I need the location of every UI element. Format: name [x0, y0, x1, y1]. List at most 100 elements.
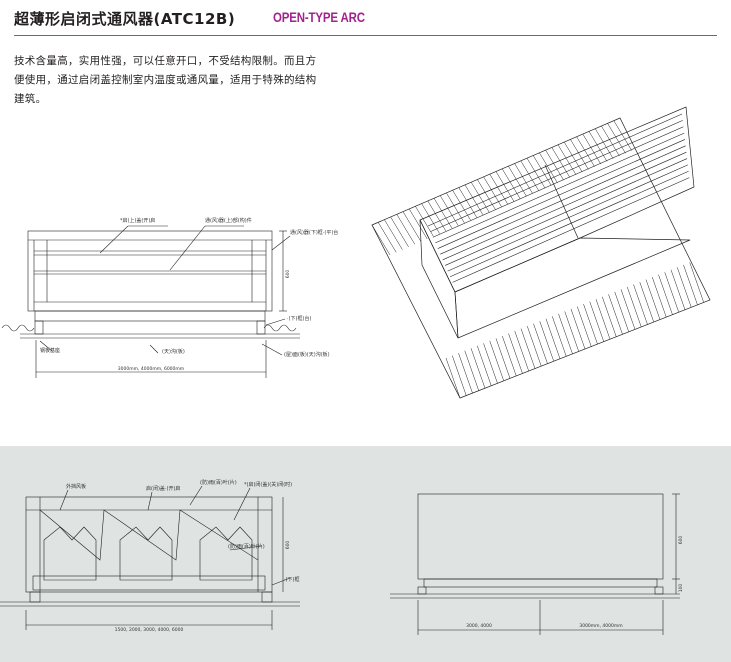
height-dimension: 600	[285, 270, 291, 279]
louver-slat	[440, 145, 686, 255]
roof-hatch-line	[452, 355, 467, 396]
roof-hatch-line	[495, 338, 511, 379]
roof-hatch-line	[520, 328, 536, 369]
roof-hatch-line	[445, 357, 461, 399]
roof-hatch-line	[415, 206, 434, 237]
label-mid-right: (防)雨(百)叶(片)	[228, 543, 265, 550]
roof-hatch-line	[408, 208, 428, 240]
roof-hatch-line	[483, 176, 502, 207]
roof-hatch-line	[464, 350, 479, 391]
label-top-mid: 启(闭)盖·(开)启	[146, 485, 180, 492]
roof-hatch-line	[582, 133, 602, 165]
roof-hatch-line	[589, 301, 604, 342]
roof-hatch-line	[552, 316, 567, 357]
roof-hatch-line	[545, 318, 561, 359]
label-top-right-1: (防)雨(百)叶(片)	[200, 479, 237, 486]
elevation-drawing: *启(上)盖(开)启 通(风)器(上)部(构)件 通(风)器(下)框·(平)台 …	[0, 190, 360, 390]
roof-hatch-line	[402, 211, 422, 242]
roof-hatch-line	[433, 198, 453, 229]
roof-hatch-line	[595, 299, 611, 340]
roof-hatch-line	[601, 125, 620, 157]
label-right-mid: ·(下)框(台)	[287, 315, 311, 322]
roof-hatch-line	[495, 171, 515, 202]
louver-slat	[449, 170, 689, 278]
product-title: 超薄形启闭式通风器(ATC12B)	[14, 10, 236, 28]
roof-hatch-line	[508, 166, 527, 197]
roof-hatch-line	[464, 184, 484, 216]
roof-hatch-line	[613, 120, 633, 151]
product-description: 技术含量高，实用性强，可以任意开口，不受结构限制。而且方 便使用，通过启闭盖控制…	[14, 52, 329, 109]
roof-hatch-line	[384, 219, 403, 250]
label-right-mid: ·(下)框	[284, 576, 300, 583]
louver-slat	[442, 151, 687, 261]
roof-hatch-line	[633, 284, 648, 325]
roof-hatch-line	[533, 323, 548, 364]
roof-hatch-line	[526, 157, 546, 189]
description-line: 建筑。	[14, 93, 47, 105]
roof-hatch-line	[396, 214, 416, 245]
roof-hatch-line	[514, 330, 529, 372]
roof-hatch-line	[664, 272, 679, 313]
small-dimension: 100	[678, 584, 684, 593]
dimension-right: 3000mm, 4000mm	[579, 623, 622, 629]
roof-hatch-line	[520, 160, 540, 191]
roof-hatch-line	[489, 340, 504, 381]
label-bottom-right: (屋)面(板)(天)沟(板)	[284, 351, 330, 358]
roof-hatch-line	[501, 168, 521, 199]
roof-hatch-line	[627, 286, 642, 328]
isometric-drawing	[360, 100, 731, 400]
louver-slat	[437, 139, 686, 249]
roof-hatch-line	[689, 262, 704, 303]
roof-hatch-line	[658, 274, 673, 315]
roof-hatch-line	[576, 136, 595, 167]
title-row: 超薄形启闭式通风器(ATC12B) OPEN-TYPE ARC	[14, 8, 717, 34]
roof-hatch-line	[452, 190, 471, 221]
louver-slat	[452, 177, 690, 283]
roof-hatch-line	[683, 264, 698, 305]
product-subtitle-en: OPEN-TYPE ARC	[273, 9, 365, 25]
roof-hatch-line	[588, 131, 608, 162]
roof-hatch-line	[570, 308, 586, 350]
roof-hatch-line	[527, 326, 542, 367]
roof-hatch-line	[670, 269, 686, 310]
roof-hatch-line	[563, 141, 583, 173]
title-divider	[14, 35, 717, 36]
roof-hatch-line	[608, 294, 623, 335]
louver-slat	[427, 113, 683, 227]
width-dimension: 1500, 2000, 3000, 4000, 6000	[115, 627, 184, 633]
roof-hatch-line	[570, 139, 589, 170]
roof-hatch-line	[620, 289, 636, 330]
label-top-right-2: *(启)闭(盖)(关)闭(时)	[244, 481, 292, 488]
roof-hatch-line	[558, 313, 573, 354]
dimension-left: 3000, 4000	[466, 623, 492, 629]
label-bottom-left: 钢板基座	[40, 347, 60, 354]
roof-hatch-line	[564, 311, 579, 352]
height-dimension: 600	[285, 541, 291, 550]
roof-hatch-line	[514, 163, 533, 194]
roof-hatch-line	[677, 267, 692, 308]
roof-hatch-line	[489, 174, 509, 205]
roof-hatch-line	[532, 155, 552, 186]
roof-hatch-line	[652, 277, 667, 318]
roof-hatch-line	[639, 281, 654, 323]
louver-slat	[435, 132, 685, 244]
label-bottom-mid: (天)沟(板)	[162, 348, 185, 355]
description-line: 技术含量高，实用性强，可以任意开口，不受结构限制。而且方	[14, 55, 317, 67]
roof-hatch-line	[470, 182, 490, 213]
roof-hatch-line	[539, 321, 554, 362]
width-dimension: 3000mm, 4000mm, 6000mm	[118, 366, 184, 372]
roof-hatch-line	[377, 222, 397, 253]
section-panel	[0, 446, 731, 662]
roof-hatch-line	[390, 216, 409, 248]
roof-hatch-line	[508, 333, 523, 374]
roof-hatch-line	[645, 279, 661, 320]
roof-hatch-line	[539, 152, 558, 183]
height-dimension: 600	[678, 536, 684, 545]
louver-slat	[447, 164, 688, 272]
roof-hatch-line	[545, 149, 564, 181]
section-a-drawing: 外挡风板 启(闭)盖·(开)启 (防)雨(百)叶(片) *(启)闭(盖)(关)闭…	[0, 470, 340, 660]
roof-hatch-line	[458, 353, 473, 394]
roof-hatch-line	[577, 306, 592, 347]
roof-hatch-line	[470, 348, 486, 389]
roof-hatch-line	[583, 304, 598, 345]
